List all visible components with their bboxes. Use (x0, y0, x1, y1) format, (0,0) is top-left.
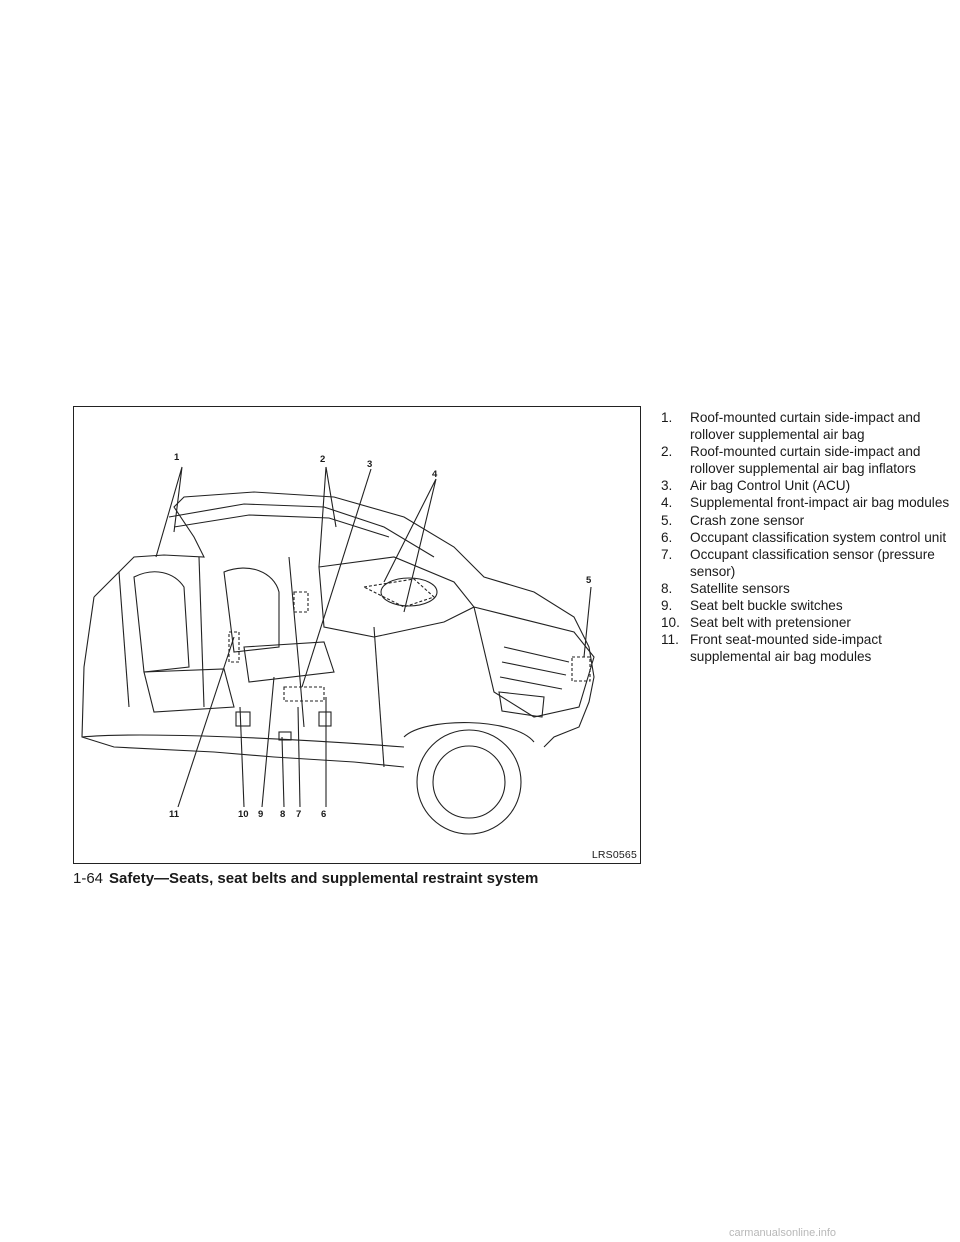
legend-number: 3. (661, 478, 673, 494)
callout-11: 11 (169, 809, 180, 820)
legend-number: 7. (661, 546, 673, 562)
legend-text: Satellite sensors (690, 580, 790, 596)
legend-number: 4. (661, 495, 673, 511)
callout-8: 8 (280, 809, 286, 820)
legend-item: 8. Satellite sensors (661, 580, 951, 597)
figure-code: LRS0565 (591, 849, 637, 861)
legend-item: 2. Roof-mounted curtain side-impact and r… (661, 443, 951, 477)
page-number: 1-64 (73, 870, 104, 887)
callout-2: 2 (320, 454, 326, 465)
legend-number: 8. (661, 580, 673, 596)
legend-item: 7. Occupant classification sensor (pressu… (661, 546, 951, 580)
legend-number: 6. (661, 529, 673, 545)
callout-3: 3 (367, 459, 373, 470)
legend-item: 9. Seat belt buckle switches (661, 597, 951, 614)
legend-text: Crash zone sensor (690, 512, 805, 528)
legend-number: 5. (661, 512, 673, 528)
callout-10: 10 (238, 809, 249, 820)
legend-item: 5. Crash zone sensor (661, 512, 951, 529)
page-footer: 1-64 Safety—Seats, seat belts and supplem… (73, 870, 538, 887)
legend-item: 10. Seat belt with pretensioner (661, 614, 951, 631)
callout-6: 6 (321, 809, 327, 820)
section-title: Safety—Seats, seat belts and supplementa… (109, 870, 539, 887)
legend-item: 11. Front seat-mounted side-impact supple… (661, 631, 951, 665)
legend-text: Roof-mounted curtain side-impact and rol… (690, 444, 921, 477)
legend-text: Occupant classification system control u… (690, 529, 947, 545)
legend-number: 10. (661, 615, 680, 631)
vehicle-cutaway-illustration (81, 466, 595, 835)
legend-number: 1. (661, 410, 673, 425)
legend-item: 3. Air bag Control Unit (ACU) (661, 477, 951, 494)
legend-item: 1. Roof-mounted curtain side-impact and r… (661, 409, 951, 443)
legend-item: 4. Supplemental front-impact air bag modu… (661, 494, 951, 511)
callout-7: 7 (296, 809, 302, 820)
legend-text: Seat belt buckle switches (690, 598, 843, 614)
legend-number: 2. (661, 444, 673, 460)
legend-text: Supplemental front-impact air bag module… (690, 495, 950, 511)
watermark: carmanualsonline.info (729, 1227, 837, 1239)
component-legend: 1. Roof-mounted curtain side-impact and r… (661, 409, 951, 665)
airbag-system-figure: 1 2 3 4 5 6 7 8 9 10 11 LRS0565 (73, 406, 641, 864)
legend-text: Seat belt with pretensioner (690, 615, 851, 631)
legend-text: Occupant classification sensor (pressure… (690, 546, 935, 579)
legend-text: Front seat-mounted side-impact supplemen… (690, 632, 882, 665)
callout-4: 4 (432, 469, 438, 480)
callout-5: 5 (586, 575, 592, 586)
callout-1: 1 (174, 452, 180, 463)
legend-number: 11. (661, 632, 679, 648)
legend-text: Air bag Control Unit (ACU) (690, 478, 851, 494)
legend-number: 9. (661, 598, 673, 614)
callout-9: 9 (258, 809, 264, 820)
legend-item: 6. Occupant classification system control… (661, 529, 951, 546)
legend-text: Roof-mounted curtain side-impact and rol… (690, 410, 921, 443)
